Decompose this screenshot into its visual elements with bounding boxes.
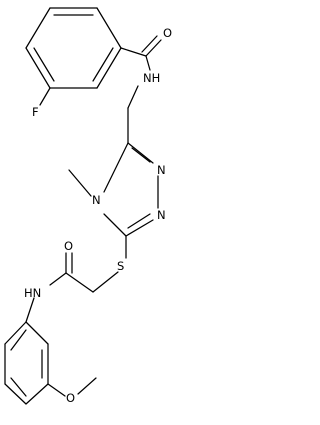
fluorine-label: F: [32, 105, 39, 119]
triazole-n-lower-label: N: [157, 208, 166, 222]
oxygen-label-bottom: O: [64, 239, 73, 253]
methoxy-oxygen-label: O: [66, 391, 75, 405]
atom-labels: O F NH N N N S O HN O: [24, 26, 172, 405]
thioacetamide-linker: [49, 235, 127, 293]
triazole-ring: [103, 142, 159, 237]
methoxy-group: [47, 377, 97, 397]
fluorobenzene-ring: [25, 7, 122, 89]
chemical-structure: O F NH N N N S O HN O: [4, 7, 172, 405]
oxygen-label-top: O: [163, 26, 172, 40]
hn-label: HN: [24, 286, 41, 300]
benzamide-linker: [120, 35, 162, 144]
c-f-bond: [39, 87, 51, 106]
nh-label-top: NH: [143, 71, 160, 85]
n-methyl-bond: [68, 169, 92, 197]
triazole-n-upper-label: N: [157, 163, 166, 177]
sulfur-label: S: [117, 259, 124, 273]
methoxyphenyl-ring: [4, 297, 49, 405]
triazole-n-methyl-label: N: [92, 193, 101, 207]
